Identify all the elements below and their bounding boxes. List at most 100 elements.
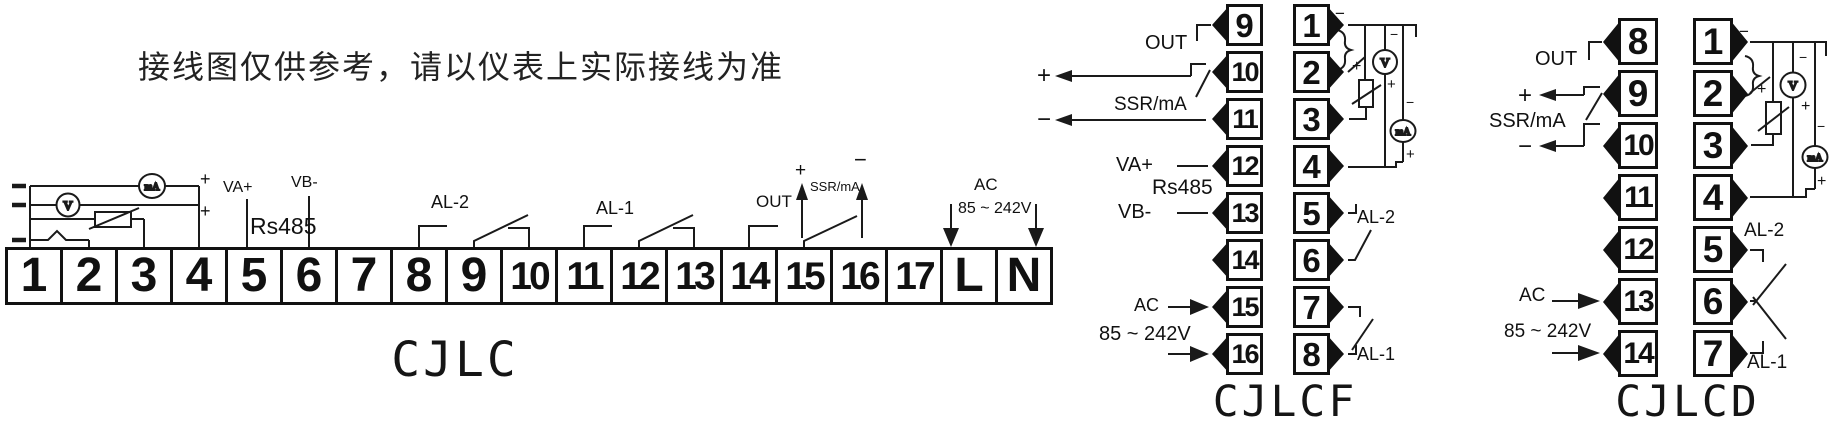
cjlcd-al2-label: AL-2 xyxy=(1744,220,1785,241)
cjlc-vb-minus-label: VB- xyxy=(291,174,318,191)
cjlc-al1-contact xyxy=(583,214,695,247)
cjlcf-input-wiring: V mA xyxy=(1336,24,1417,168)
cjlcf-model-name: CJLCF xyxy=(1212,377,1358,427)
cjlcf-terminal-11: 11 xyxy=(1226,98,1263,140)
cjlcf-ma-plus-mark: + xyxy=(1406,146,1415,163)
cjlcf-alarm-contacts xyxy=(1348,204,1374,355)
cjlc-al1-label: AL-1 xyxy=(596,198,635,218)
cjlcd-input-minus-mark: − xyxy=(1739,22,1749,41)
cjlcf-terminal-15: 15 xyxy=(1226,286,1263,328)
cjlc-terminal-11: 11 xyxy=(555,247,613,305)
cjlcf-terminal-13: 13 xyxy=(1226,192,1263,234)
cjlc-va-plus-label: VA+ xyxy=(223,179,253,196)
cjlc-ssr-ma-label: SSR/mA xyxy=(810,179,860,194)
cjlcd-left-wiring xyxy=(1539,41,1603,361)
cjlc-terminal-4: 4 xyxy=(170,247,228,305)
cjlcf-terminal-12: 12 xyxy=(1226,145,1263,187)
cjlcd-ac-label: AC xyxy=(1519,285,1546,306)
cjlcf-vb-minus-label: VB- xyxy=(1118,201,1152,223)
cjlc-terminal-N: N xyxy=(995,247,1053,305)
cjlcd-left-column: 8 9 10 11 12 13 14 xyxy=(1618,18,1658,377)
cjlcd-terminal-12: 12 xyxy=(1618,226,1658,273)
cjlc-ssr-minus-mark: − xyxy=(854,147,867,172)
cjlcf-terminal-4: 4 xyxy=(1293,145,1330,187)
cjlcf-terminal-3: 3 xyxy=(1293,98,1330,140)
cjlcf-ssr-plus-mark: + xyxy=(1037,62,1052,89)
cjlcd-right-column: 1 2 3 4 5 6 7 xyxy=(1693,18,1733,377)
cjlcf-terminal-1: 1 xyxy=(1293,4,1330,46)
cjlcd-terminal-1: 1 xyxy=(1693,18,1733,65)
cjlcd-terminal-9: 9 xyxy=(1618,70,1658,117)
cjlcd-terminal-2: 2 xyxy=(1693,70,1733,117)
cjlc-terminal-16: 16 xyxy=(830,247,888,305)
cjlcd-ssr-minus-mark: − xyxy=(1518,133,1533,160)
cjlcf-v-minus-mark: − xyxy=(1390,26,1399,42)
cjlcd-ammeter-icon xyxy=(1801,145,1829,169)
cjlcf-ammeter-icon xyxy=(1389,119,1417,143)
cjlcf-terminal-5: 5 xyxy=(1293,192,1330,234)
cjlc-terminal-13: 13 xyxy=(665,247,723,305)
cjlcd-voltmeter-label: V xyxy=(1788,78,1798,93)
cjlcf-out-label: OUT xyxy=(1145,32,1188,54)
cjlc-ma-plus-mark: + xyxy=(200,169,211,189)
cjlcf-ammeter-label: mA xyxy=(1396,127,1412,138)
cjlc-voltmeter-icon xyxy=(55,192,81,218)
cjlcd-ma-plus-mark: + xyxy=(1817,173,1827,190)
cjlcd-terminal-8: 8 xyxy=(1618,18,1658,65)
cjlc-terminal-2: 2 xyxy=(60,247,118,305)
cjlc-terminal-5: 5 xyxy=(225,247,283,305)
cjlcf-terminal-10: 10 xyxy=(1226,51,1263,93)
cjlcd-v-minus-mark: − xyxy=(1799,49,1808,65)
cjlcd-ssr-plus-mark: + xyxy=(1518,82,1533,109)
cjlcf-terminal-14: 14 xyxy=(1226,239,1263,281)
cjlc-voltmeter-label: V xyxy=(63,198,73,213)
cjlcf-left-wiring xyxy=(1055,24,1211,362)
cjlc-terminal-3: 3 xyxy=(115,247,173,305)
cjlc-terminal-14: 14 xyxy=(720,247,778,305)
cjlcd-voltmeter-icon xyxy=(1779,71,1807,99)
cjlcd-ammeter-label: mA xyxy=(1808,153,1824,164)
cjlc-terminal-10: 10 xyxy=(500,247,558,305)
cjlcd-al1-label: AL-1 xyxy=(1747,352,1788,373)
cjlcf-voltmeter-label: V xyxy=(1380,55,1390,70)
cjlcf-ac-label: AC xyxy=(1134,295,1160,315)
cjlc-terminal-6: 6 xyxy=(280,247,338,305)
cjlc-terminal-L: L xyxy=(940,247,998,305)
cjlc-ssr-plus-mark: + xyxy=(795,160,807,181)
cjlcd-out-label: OUT xyxy=(1535,48,1578,70)
cjlc-out-label: OUT xyxy=(756,192,792,211)
cjlcf-al2-label: AL-2 xyxy=(1357,207,1396,227)
disclaimer-text: 接线图仅供参考，请以仪表上实际接线为准 xyxy=(138,49,785,85)
cjlc-terminal-strip: 1 2 3 4 5 6 7 8 9 10 11 12 13 14 15 16 1… xyxy=(5,247,1053,305)
cjlcf-right-column: 1 2 3 4 5 6 7 8 xyxy=(1293,4,1330,375)
cjlcf-va-plus-label: VA+ xyxy=(1116,154,1153,176)
cjlc-terminal-7: 7 xyxy=(335,247,393,305)
cjlcd-terminal-11: 11 xyxy=(1618,174,1658,221)
cjlcf-voltmeter-icon xyxy=(1372,49,1398,75)
cjlcd-terminal-5: 5 xyxy=(1693,226,1733,273)
cjlcd-alarm-contacts xyxy=(1750,249,1787,354)
cjlc-out-contact xyxy=(748,183,868,247)
cjlcd-terminal-10: 10 xyxy=(1618,122,1658,169)
cjlc-rs485-ticks xyxy=(246,196,310,247)
cjlc-v-plus-mark: + xyxy=(200,201,211,221)
cjlcd-terminal-13: 13 xyxy=(1618,278,1658,325)
cjlcd-v-plus-mark: + xyxy=(1801,98,1811,115)
cjlcd-input-wiring: V mA xyxy=(1744,41,1829,198)
cjlcf-terminal-7: 7 xyxy=(1293,286,1330,328)
cjlc-model-name: CJLC xyxy=(391,332,519,388)
cjlcf-left-column: 9 10 11 12 13 14 15 16 xyxy=(1226,4,1263,375)
cjlc-input-wiring: mA V xyxy=(12,173,200,247)
cjlcd-terminal-7: 7 xyxy=(1693,330,1733,377)
cjlc-terminal-17: 17 xyxy=(885,247,943,305)
cjlcf-terminal-8: 8 xyxy=(1293,333,1330,375)
cjlcd-ac-range-label: 85 ~ 242V xyxy=(1504,321,1592,342)
cjlcd-terminal-3: 3 xyxy=(1693,122,1733,169)
cjlcf-terminal-9: 9 xyxy=(1226,4,1263,46)
cjlc-al2-contact xyxy=(418,214,530,247)
cjlc-terminal-8: 8 xyxy=(390,247,448,305)
cjlcf-ssr-minus-mark: − xyxy=(1037,106,1052,133)
cjlc-terminal-12: 12 xyxy=(610,247,668,305)
cjlcf-al1-label: AL-1 xyxy=(1357,344,1396,364)
